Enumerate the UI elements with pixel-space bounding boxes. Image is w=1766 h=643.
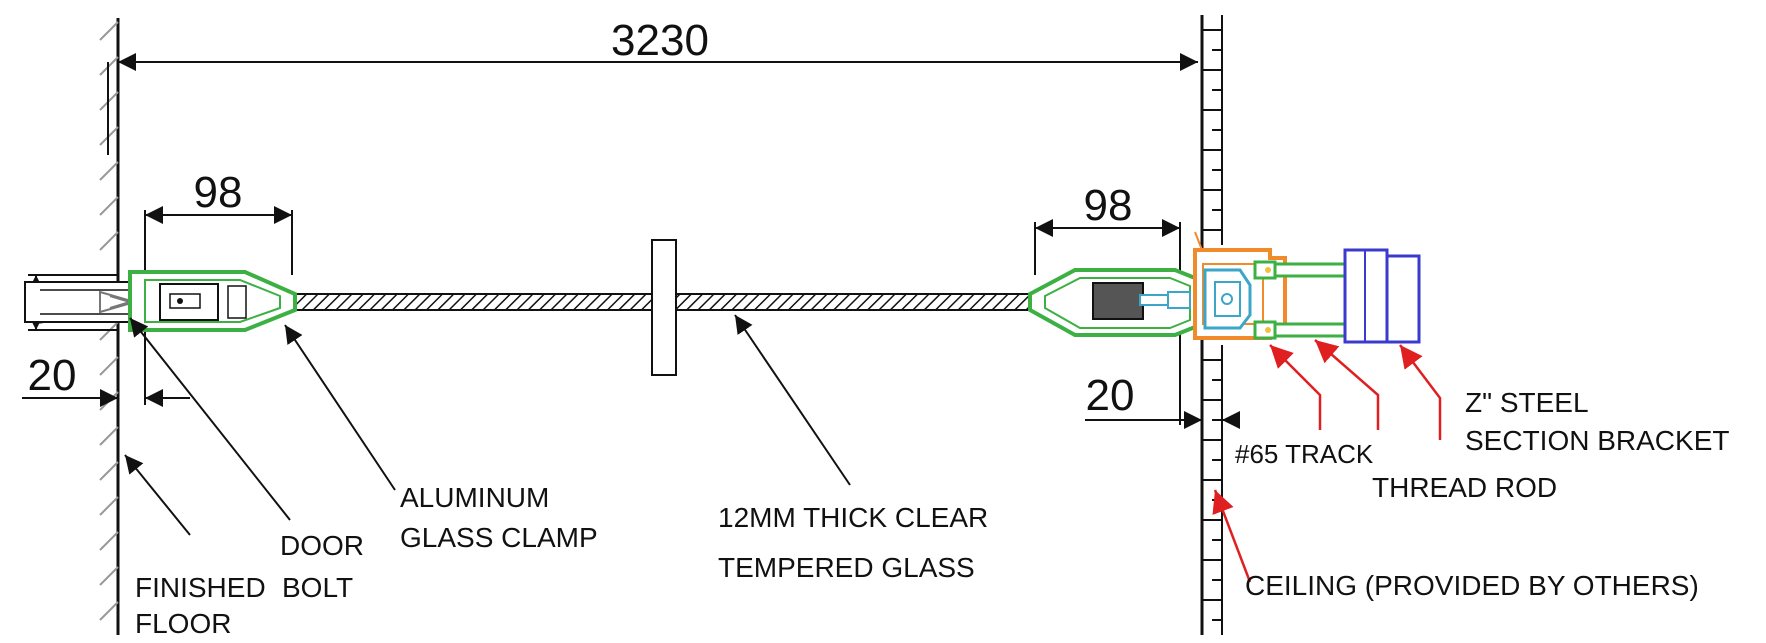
ceiling-label: CEILING (PROVIDED BY OTHERS): [1245, 570, 1699, 601]
glass-clamp-label-1: ALUMINUM: [400, 482, 549, 513]
left-gap-label: 20: [28, 351, 77, 400]
glass-label-2: TEMPERED GLASS: [718, 552, 975, 583]
bracket-label-1: Z" STEEL: [1465, 387, 1589, 418]
thread-rod-leader: [1314, 339, 1380, 430]
overall-span-label: 3230: [611, 16, 709, 65]
glass-break-symbol: [651, 239, 677, 376]
red-leaders: [1212, 339, 1442, 583]
left-clamp-width-label: 98: [194, 168, 243, 217]
bracket-leader: [1399, 344, 1442, 440]
left-glass-clamp: [128, 270, 297, 332]
black-leaders: [124, 314, 851, 536]
z-steel-bracket: [1343, 248, 1421, 344]
left-gap-dimension: 20: [22, 320, 190, 407]
glass-clamp-label-2: GLASS CLAMP: [400, 522, 598, 553]
callout-labels: FINISHED FLOOR DOOR BOLT ALUMINUM GLASS …: [135, 387, 1729, 639]
track-label: #65 TRACK: [1235, 439, 1374, 469]
right-clamp-dimension: 98: [1034, 181, 1181, 275]
bracket-label-2: SECTION BRACKET: [1465, 425, 1729, 456]
glass-label-1: 12MM THICK CLEAR: [718, 502, 988, 533]
ceiling-leader: [1212, 489, 1252, 583]
left-wall: [99, 18, 120, 635]
overall-dimension: 3230: [107, 16, 1198, 155]
clamp-insert: [1092, 282, 1144, 320]
right-gap-label: 20: [1086, 371, 1135, 420]
right-clamp-width-label: 98: [1084, 181, 1133, 230]
finished-floor-leader: [124, 454, 191, 536]
door-bolt-label-1: DOOR: [280, 530, 364, 561]
door-bolt-label-2: BOLT: [282, 572, 353, 603]
tempered-glass-panel: [284, 239, 1047, 376]
left-clamp-dimension: 98: [144, 168, 293, 275]
glass-leader: [734, 314, 851, 486]
door-bolt-leader: [129, 317, 291, 521]
glass-clamp-leader: [284, 324, 396, 491]
track-leader: [1269, 344, 1322, 430]
thread-rod-label: THREAD ROD: [1372, 472, 1557, 503]
left-wall-hatching: [99, 21, 119, 621]
right-gap-dimension: 20: [1085, 320, 1240, 429]
door-bolt: [24, 281, 146, 323]
finished-floor-label-2: FLOOR: [135, 608, 231, 639]
finished-floor-label-1: FINISHED: [135, 572, 266, 603]
